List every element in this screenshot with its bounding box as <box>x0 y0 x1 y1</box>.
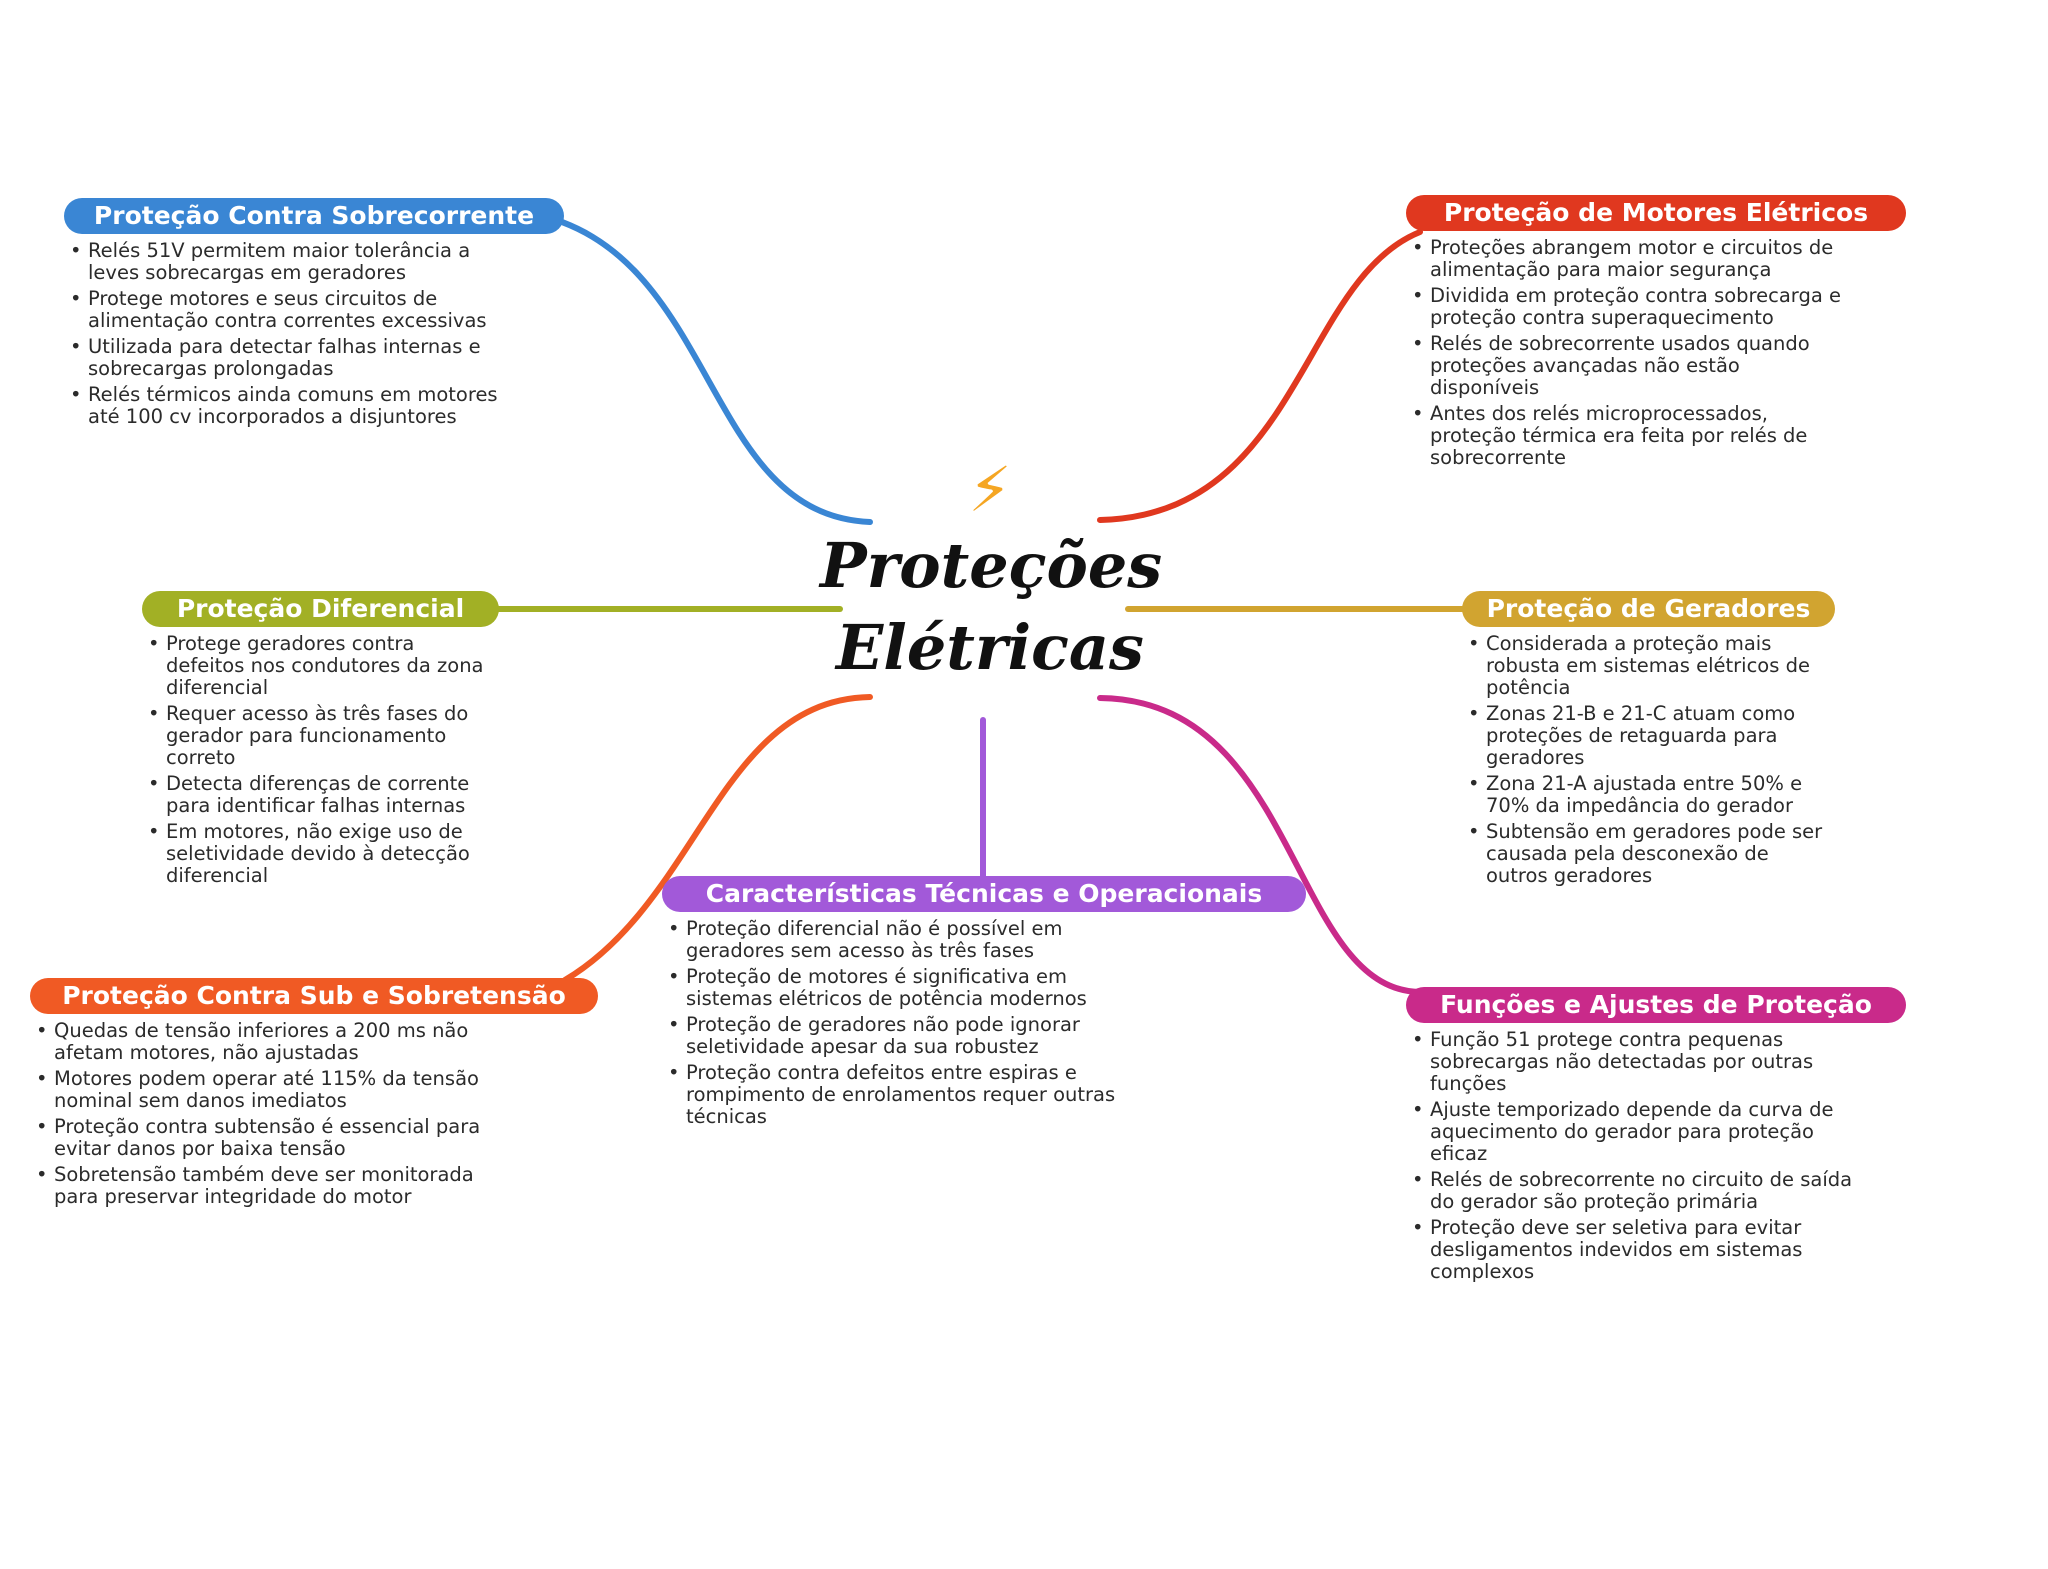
list-item: Proteção de motores é significativa em s… <box>662 966 1142 1010</box>
list-item: Proteção contra subtensão é essencial pa… <box>30 1116 510 1160</box>
list-item: Relés de sobrecorrente usados quando pro… <box>1406 333 1846 399</box>
connector-subsobretensao <box>562 694 873 983</box>
branch-title-motores[interactable]: Proteção de Motores Elétricos <box>1406 195 1906 231</box>
list-item: Requer acesso às três fases do gerador p… <box>142 703 492 769</box>
list-item: Relés 51V permitem maior tolerância a le… <box>64 240 504 284</box>
list-item: Relés térmicos ainda comuns em motores a… <box>64 384 504 428</box>
list-item: Quedas de tensão inferiores a 200 ms não… <box>30 1020 510 1064</box>
list-item: Relés de sobrecorrente no circuito de sa… <box>1406 1169 1856 1213</box>
branch-caracteristicas: Características Técnicas e Operacionais … <box>662 876 1306 1132</box>
branch-sobrecorrente: Proteção Contra Sobrecorrente Relés 51V … <box>64 198 564 432</box>
branch-subsobretensao: Proteção Contra Sub e Sobretensão Quedas… <box>30 978 598 1212</box>
list-item: Detecta diferenças de corrente para iden… <box>142 773 492 817</box>
branch-title-funcoes[interactable]: Funções e Ajustes de Proteção <box>1406 987 1906 1023</box>
list-item: Considerada a proteção mais robusta em s… <box>1462 633 1835 699</box>
connector-motores <box>1097 229 1423 523</box>
list-item: Zonas 21-B e 21-C atuam como proteções d… <box>1462 703 1835 769</box>
list-item: Protege geradores contra defeitos nos co… <box>142 633 492 699</box>
lightning-bolt-icon: ⚡ <box>968 453 1012 526</box>
list-item: Proteções abrangem motor e circuitos de … <box>1406 237 1846 281</box>
list-item: Motores podem operar até 115% da tensão … <box>30 1068 510 1112</box>
list-item: Protege motores e seus circuitos de alim… <box>64 288 504 332</box>
branch-title-diferencial[interactable]: Proteção Diferencial <box>142 591 499 627</box>
branch-funcoes: Funções e Ajustes de Proteção Função 51 … <box>1406 987 1906 1287</box>
list-item: Proteção deve ser seletiva para evitar d… <box>1406 1217 1856 1283</box>
list-item: Subtensão em geradores pode ser causada … <box>1462 821 1835 887</box>
branch-geradores: Proteção de Geradores Considerada a prot… <box>1462 591 1835 891</box>
central-topic[interactable]: ⚡ Proteções Elétricas <box>820 453 1163 689</box>
list-item: Proteção contra defeitos entre espiras e… <box>662 1062 1142 1128</box>
list-item: Em motores, não exige uso de seletividad… <box>142 821 492 887</box>
list-item: Sobretensão também deve ser monitorada p… <box>30 1164 510 1208</box>
branch-title-sobrecorrente[interactable]: Proteção Contra Sobrecorrente <box>64 198 564 234</box>
branch-motores: Proteção de Motores Elétricos Proteções … <box>1406 195 1906 473</box>
list-item: Utilizada para detectar falhas internas … <box>64 336 504 380</box>
list-item: Zona 21-A ajustada entre 50% e 70% da im… <box>1462 773 1835 817</box>
branch-title-caracteristicas[interactable]: Características Técnicas e Operacionais <box>662 876 1306 912</box>
branch-title-geradores[interactable]: Proteção de Geradores <box>1462 591 1835 627</box>
connector-sobrecorrente <box>527 210 873 525</box>
connector-funcoes <box>1097 695 1423 995</box>
list-item: Ajuste temporizado depende da curva de a… <box>1406 1099 1856 1165</box>
branch-title-subsobretensao[interactable]: Proteção Contra Sub e Sobretensão <box>30 978 598 1014</box>
central-title: Proteções Elétricas <box>820 529 1163 684</box>
list-item: Função 51 protege contra pequenas sobrec… <box>1406 1029 1856 1095</box>
list-item: Antes dos relés microprocessados, proteç… <box>1406 403 1846 469</box>
branch-diferencial: Proteção Diferencial Protege geradores c… <box>142 591 499 891</box>
list-item: Proteção diferencial não é possível em g… <box>662 918 1142 962</box>
list-item: Dividida em proteção contra sobrecarga e… <box>1406 285 1846 329</box>
list-item: Proteção de geradores não pode ignorar s… <box>662 1014 1142 1058</box>
